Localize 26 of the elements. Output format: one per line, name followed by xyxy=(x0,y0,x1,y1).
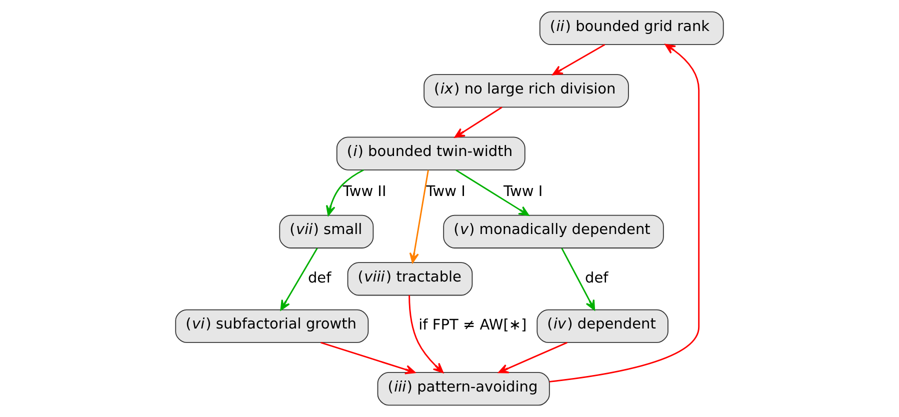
edge-label: def xyxy=(585,270,608,286)
arrow xyxy=(326,169,364,216)
edge-label: Tww I xyxy=(426,184,466,200)
arrow xyxy=(320,342,416,374)
arrow xyxy=(454,106,502,138)
edge-label: def xyxy=(308,270,332,286)
node-box: (iii) pattern-avoiding xyxy=(377,372,550,406)
edge-label: Tww II xyxy=(342,184,386,200)
arrow xyxy=(280,248,318,310)
node-box: (ii) bounded grid rank xyxy=(539,11,724,45)
node-box: (iv) dependent xyxy=(536,309,668,343)
edge-label: if FPT ≠ AW[∗] xyxy=(418,318,527,334)
node-box: (vi) subfactorial growth xyxy=(175,309,369,343)
arrow xyxy=(549,44,700,382)
node-box: (v) monadically dependent xyxy=(443,214,664,248)
arrow xyxy=(409,170,429,264)
arrow xyxy=(561,248,596,310)
node-box: (viii) tractable xyxy=(347,262,473,296)
arrow xyxy=(552,44,606,76)
node-box: (ix) no large rich division xyxy=(424,74,629,108)
arrow xyxy=(408,295,444,374)
edge-label: Tww I xyxy=(504,184,543,200)
node-box: (vii) small xyxy=(279,214,374,248)
arrow xyxy=(456,169,530,216)
node-box: (i) bounded twin-width xyxy=(336,136,526,170)
arrow xyxy=(498,342,568,374)
